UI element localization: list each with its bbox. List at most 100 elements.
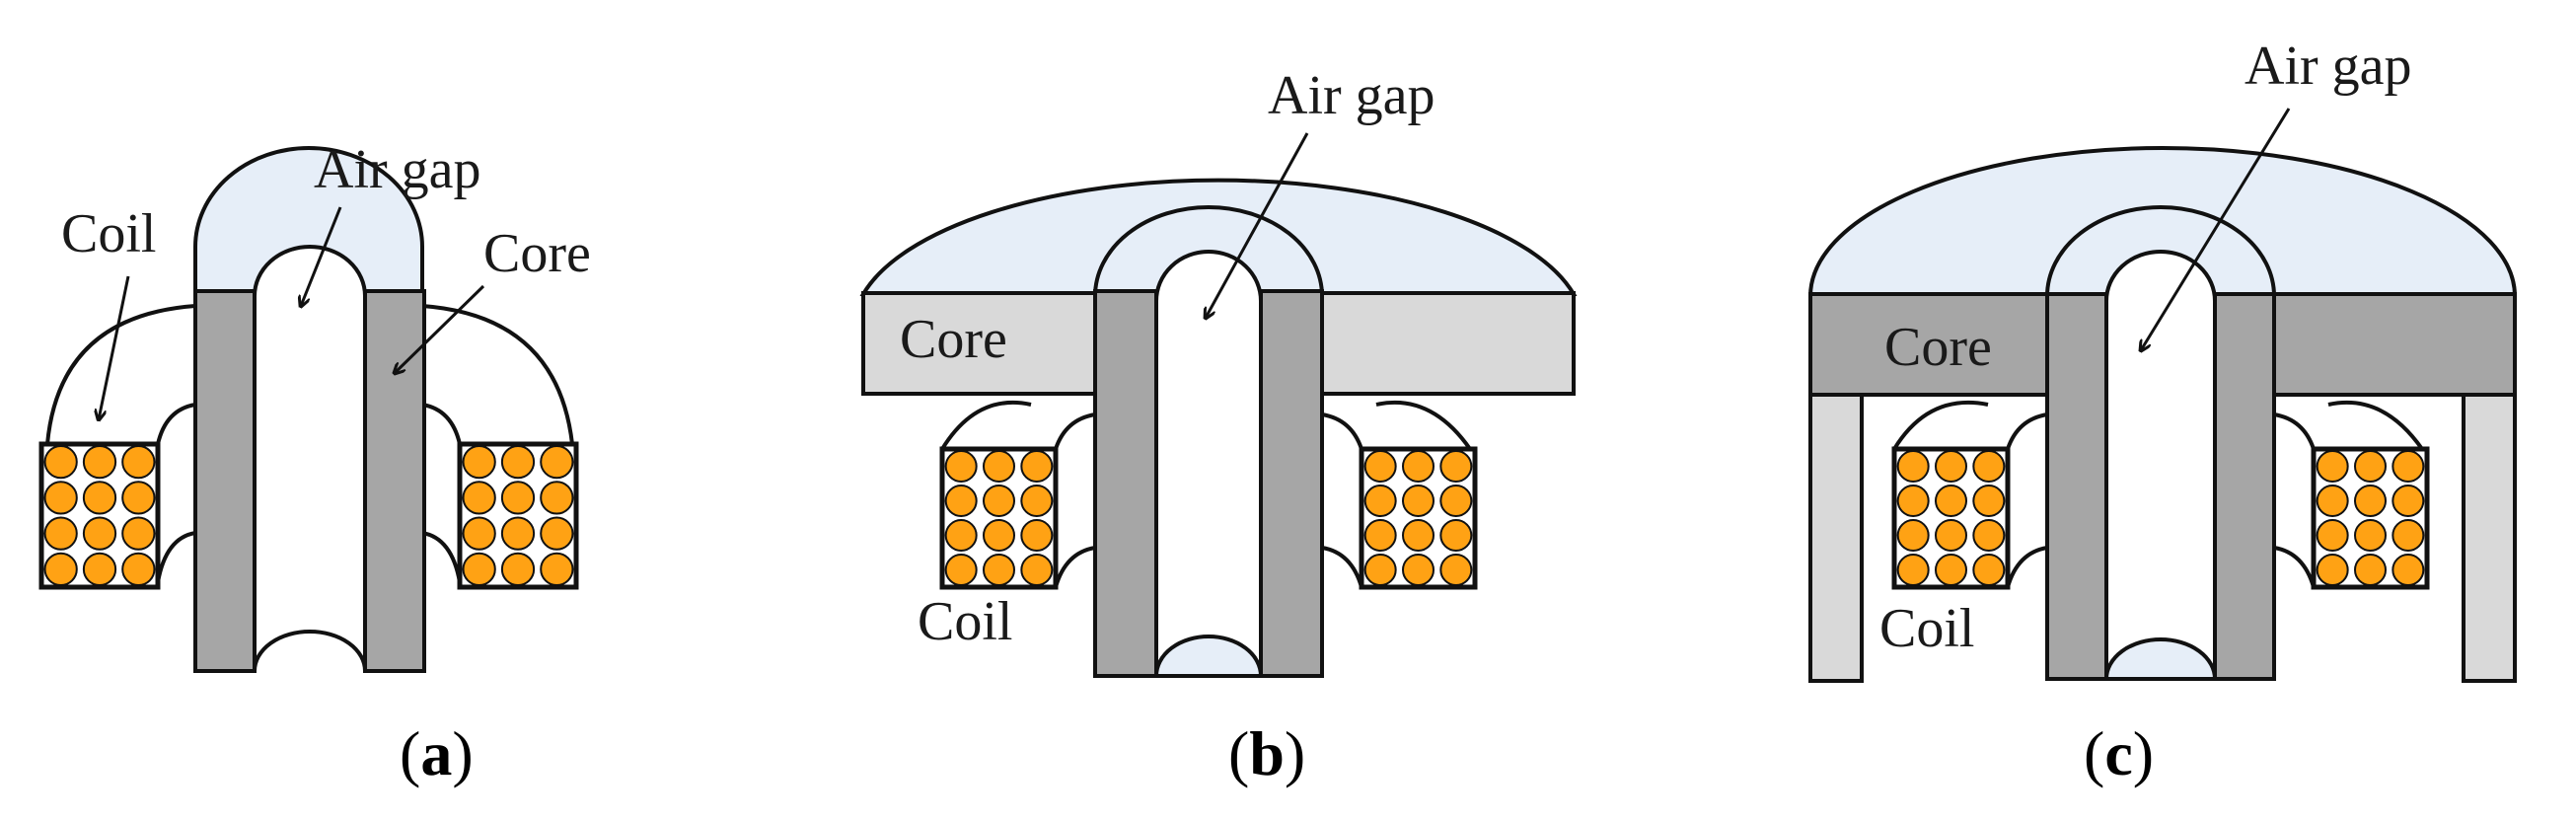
coil-wire-cross-section: [1896, 485, 1930, 517]
coil-wire-cross-section: [1935, 554, 1967, 586]
arrow-air-gap-c: [2141, 108, 2291, 350]
coil-block-right-b: [1359, 446, 1478, 590]
coil-wire-cross-section: [540, 481, 574, 515]
coil-wire-cross-section: [1935, 485, 1967, 517]
coil-wire-cross-section: [944, 554, 978, 586]
coil-loop-left-mid-b: [1054, 412, 1096, 450]
coil-wire-cross-section: [82, 552, 117, 586]
coil-wire-cross-section: [2392, 485, 2425, 517]
coil-loop-left-mid-c: [2006, 412, 2048, 450]
arrow-air-gap-b: [1206, 132, 1309, 318]
coil-wire-cross-section: [43, 445, 78, 480]
caption-c: (c): [2084, 718, 2154, 788]
coil-block-right-a: [457, 441, 579, 590]
coil-wire-cross-section: [2392, 450, 2425, 483]
coil-wire-cross-section: [121, 516, 156, 551]
coil-wire-cross-section: [944, 519, 978, 552]
coil-wire-cross-section: [2392, 519, 2425, 552]
coil-wire-cross-section: [1896, 519, 1930, 552]
coil-wire-cross-section: [1363, 554, 1397, 586]
air-gap-channel-b: [1154, 250, 1263, 677]
caption-a: (a): [400, 718, 474, 788]
coil-wire-cross-section: [944, 450, 978, 483]
coil-loop-right-lower-a: [421, 531, 462, 583]
coil-wire-cross-section: [462, 552, 496, 586]
coil-wire-cross-section: [462, 445, 496, 480]
coil-block-left-b: [939, 446, 1059, 590]
coil-wire-cross-section: [2316, 485, 2349, 517]
coil-wire-cross-section: [983, 485, 1015, 517]
panel-a: Coil Air gap Core (a): [38, 139, 591, 788]
coil-wire-cross-section: [1439, 554, 1473, 586]
label-core-c: Core: [1884, 317, 1992, 378]
coil-wire-cross-section: [82, 445, 117, 480]
label-coil-b: Coil: [918, 591, 1012, 652]
coil-wire-cross-section: [1020, 450, 1054, 483]
arrow-core-a: [395, 284, 485, 373]
coil-wire-cross-section: [500, 445, 536, 480]
coil-wire-cross-section: [121, 481, 156, 515]
coil-wire-cross-section: [1896, 554, 1930, 586]
coil-wire-cross-section: [500, 516, 536, 551]
coil-wire-cross-section: [2354, 519, 2387, 552]
coil-loop-left-low-b: [1054, 546, 1096, 588]
coil-wire-cross-section: [1896, 450, 1930, 483]
coil-wire-cross-section: [1020, 554, 1054, 586]
air-gap-dome-a: [193, 146, 424, 294]
coil-wire-cross-section: [1363, 450, 1397, 483]
coil-wire-cross-section: [1402, 485, 1435, 517]
air-gap-channel-c: [2104, 250, 2217, 680]
arrow-air-gap-a: [301, 206, 342, 306]
core-leg-left-c: [2045, 292, 2108, 681]
coil-wire-cross-section: [82, 516, 117, 551]
coil-wire-cross-section: [1935, 450, 1967, 483]
coil-wire-cross-section: [2354, 554, 2387, 586]
coil-wire-cross-section: [1439, 450, 1473, 483]
core-leg-right-a: [363, 289, 426, 673]
coil-wire-cross-section: [540, 516, 574, 551]
coil-wire-cross-section: [462, 481, 496, 515]
coil-arc-right-a: [421, 304, 574, 445]
core-side-left-c: [1808, 393, 1864, 683]
core-leg-right-c: [2213, 292, 2276, 681]
coil-wire-cross-section: [1972, 519, 2006, 552]
coil-block-right-c: [2311, 446, 2430, 590]
coil-wire-cross-section: [462, 516, 496, 551]
coil-loop-left-b: [940, 400, 1032, 451]
coil-wire-cross-section: [1972, 554, 2006, 586]
coil-loop-right-mid-c: [2327, 400, 2424, 451]
label-core-a: Core: [483, 223, 591, 284]
label-air-gap-a: Air gap: [314, 139, 481, 200]
coil-wire-cross-section: [121, 445, 156, 480]
core-leg-left-b: [1093, 289, 1158, 678]
coil-loop-right-low-b: [1321, 546, 1363, 588]
coil-loop-right-upper-a: [421, 403, 462, 445]
label-air-gap-c: Air gap: [2245, 36, 2412, 97]
panel-b: Air gap Core Coil (b): [859, 65, 1578, 788]
core-leg-left-a: [193, 289, 257, 673]
coil-wire-cross-section: [1402, 450, 1435, 483]
panel-c: Air gap Core Coil (c): [1807, 36, 2518, 788]
coil-block-left-c: [1891, 446, 2011, 590]
coil-wire-cross-section: [500, 552, 536, 586]
coil-wire-cross-section: [43, 552, 78, 586]
coil-loop-left-c: [1892, 400, 1989, 451]
core-leg-right-b: [1259, 289, 1324, 678]
air-gap-channel-a: [253, 245, 367, 672]
coil-wire-cross-section: [43, 516, 78, 551]
label-coil-a: Coil: [61, 203, 156, 264]
coil-wire-cross-section: [1935, 519, 1967, 552]
coil-wire-cross-section: [1972, 450, 2006, 483]
caption-b: (b): [1228, 718, 1305, 788]
coil-wire-cross-section: [1363, 519, 1397, 552]
coil-wire-cross-section: [1020, 519, 1054, 552]
arrow-coil-a: [99, 275, 130, 419]
coil-wire-cross-section: [944, 485, 978, 517]
coil-block-left-a: [38, 441, 161, 590]
coil-wire-cross-section: [82, 481, 117, 515]
coil-wire-cross-section: [2316, 554, 2349, 586]
label-coil-c: Coil: [1879, 598, 1974, 659]
coil-wire-cross-section: [1439, 485, 1473, 517]
coil-wire-cross-section: [540, 552, 574, 586]
